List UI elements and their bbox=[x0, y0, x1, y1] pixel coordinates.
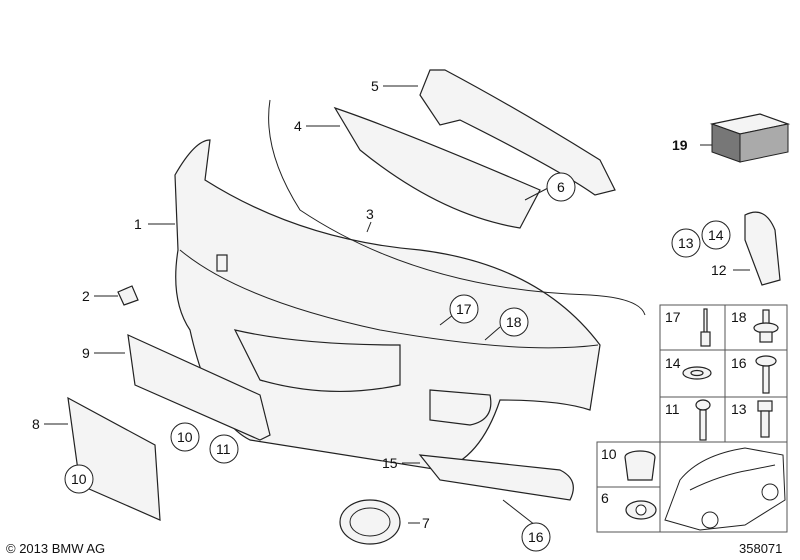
callout-14: 14 bbox=[708, 227, 724, 243]
hex-bolt-icon bbox=[757, 400, 773, 438]
grille-part[interactable] bbox=[333, 106, 541, 229]
callout-10-b: 10 bbox=[177, 429, 193, 445]
grid-label-11: 11 bbox=[665, 401, 680, 417]
callout-1: 1 bbox=[134, 216, 142, 232]
tapping-screw-icon bbox=[695, 399, 711, 441]
callout-3: 3 bbox=[366, 206, 374, 222]
clip-nut-icon bbox=[625, 500, 657, 520]
callout-16: 16 bbox=[528, 529, 544, 545]
hardware-grid bbox=[596, 304, 788, 533]
washer-icon bbox=[682, 366, 712, 380]
grid-label-6: 6 bbox=[601, 490, 609, 506]
grid-label-18: 18 bbox=[731, 309, 747, 325]
diagram-reference-number: 358071 bbox=[739, 541, 783, 556]
repair-kit-box[interactable] bbox=[709, 113, 791, 163]
grid-label-16: 16 bbox=[731, 355, 747, 371]
expanding-rivet-icon bbox=[753, 309, 779, 343]
callout-5: 5 bbox=[371, 78, 379, 94]
grid-label-17: 17 bbox=[665, 309, 681, 325]
grommet-icon bbox=[624, 450, 656, 481]
callout-13: 13 bbox=[678, 235, 694, 251]
grid-label-13: 13 bbox=[731, 401, 747, 417]
callout-8: 8 bbox=[32, 416, 40, 432]
callout-9: 9 bbox=[82, 345, 90, 361]
tow-hook-cover-part[interactable] bbox=[117, 285, 139, 306]
grid-label-10: 10 bbox=[601, 446, 617, 462]
car-silhouette-icon bbox=[664, 447, 786, 531]
grid-label-14: 14 bbox=[665, 355, 681, 371]
callout-18: 18 bbox=[506, 314, 522, 330]
callout-12: 12 bbox=[711, 262, 727, 278]
bracket-part[interactable] bbox=[744, 211, 781, 286]
screw-washer-icon bbox=[755, 355, 777, 394]
license-plate-holder-part[interactable] bbox=[67, 396, 161, 521]
callout-15: 15 bbox=[382, 455, 398, 471]
front-bumper-part[interactable] bbox=[174, 139, 601, 471]
trim-strip-part[interactable] bbox=[268, 99, 646, 316]
callout-2: 2 bbox=[82, 288, 90, 304]
callout-19: 19 bbox=[672, 137, 688, 153]
copyright-text: © 2013 BMW AG bbox=[6, 541, 106, 556]
callout-7: 7 bbox=[422, 515, 430, 531]
callout-17: 17 bbox=[456, 301, 472, 317]
fog-light-ring-part[interactable] bbox=[339, 499, 401, 545]
bumper-carrier-part[interactable] bbox=[419, 69, 616, 196]
callout-10-a: 10 bbox=[71, 471, 87, 487]
rivet-icon bbox=[700, 308, 711, 347]
callout-4: 4 bbox=[294, 118, 302, 134]
license-plate-base-part[interactable] bbox=[127, 334, 271, 441]
callout-6: 6 bbox=[557, 179, 565, 195]
front-spoiler-part[interactable] bbox=[418, 454, 574, 501]
callout-11: 11 bbox=[216, 441, 231, 457]
